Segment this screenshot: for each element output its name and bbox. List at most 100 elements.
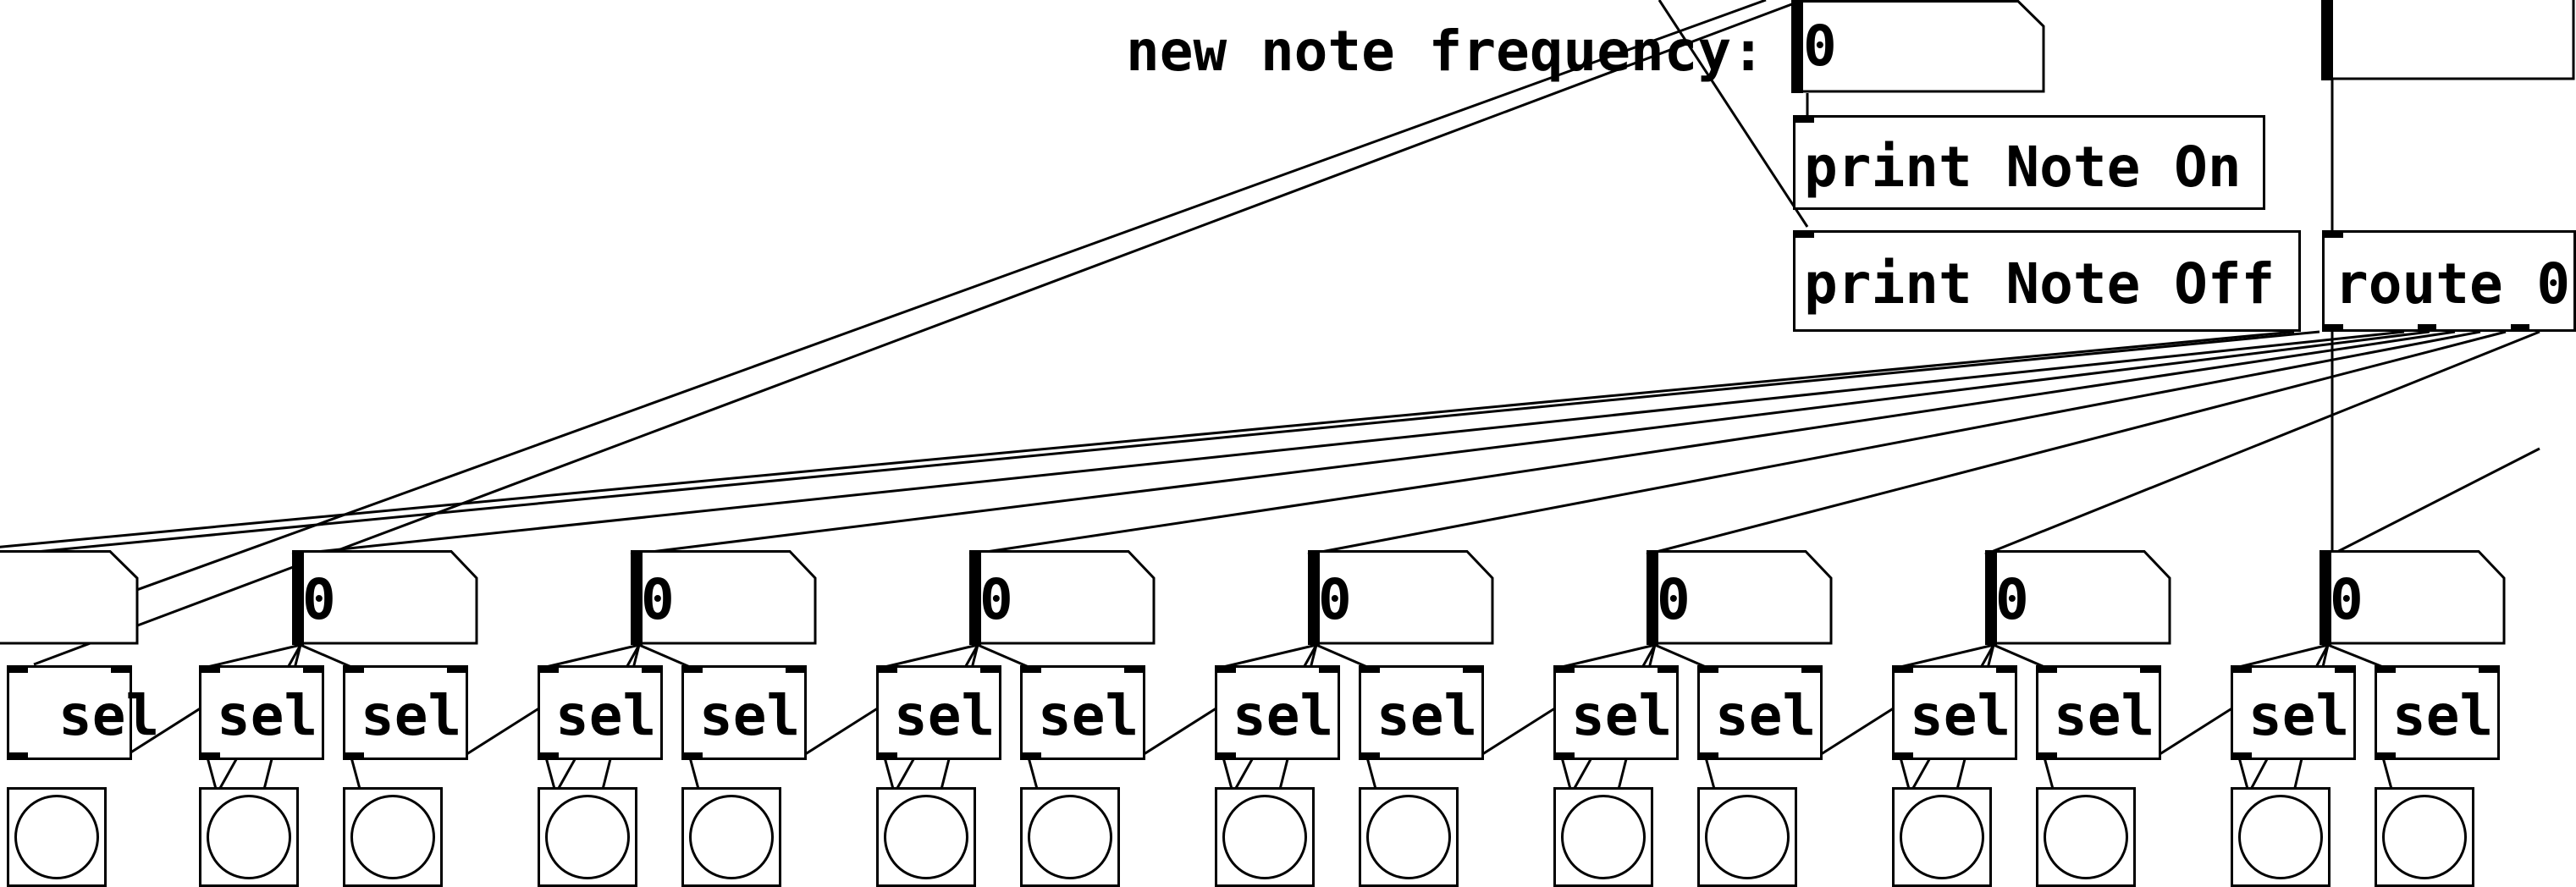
number-box[interactable]: 0 xyxy=(1647,550,1833,645)
print-note-off-text: print Note Off xyxy=(1804,251,2275,317)
inlet[interactable] xyxy=(1361,665,1380,673)
frequency-number-box[interactable]: 0 xyxy=(1791,0,2045,93)
inlet[interactable] xyxy=(2038,665,2057,673)
inlet[interactable] xyxy=(1319,665,1338,673)
inlet[interactable] xyxy=(1795,230,1814,238)
outlet[interactable] xyxy=(2377,752,2396,760)
bang-button[interactable] xyxy=(1553,787,1653,887)
inlet[interactable] xyxy=(1124,665,1143,673)
sel-object[interactable]: sel xyxy=(2231,665,2356,760)
outlet[interactable] xyxy=(1556,752,1575,760)
sel-text: sel xyxy=(2248,683,2350,748)
inlet[interactable] xyxy=(2140,665,2159,673)
outlet[interactable] xyxy=(879,752,897,760)
inlet[interactable] xyxy=(9,665,28,673)
inlet[interactable] xyxy=(786,665,804,673)
inlet[interactable] xyxy=(2335,665,2353,673)
number-box[interactable]: 0 xyxy=(969,550,1156,645)
number-box[interactable]: 0 xyxy=(292,550,478,645)
bang-button[interactable] xyxy=(2375,787,2474,887)
sel-object[interactable]: sel xyxy=(1553,665,1679,760)
bang-button[interactable] xyxy=(1020,787,1120,887)
print-note-on-object[interactable]: print Note On xyxy=(1793,115,2265,210)
bang-button[interactable] xyxy=(538,787,637,887)
outlet[interactable] xyxy=(201,752,220,760)
number-box[interactable]: 0 xyxy=(1985,550,2171,645)
inlet[interactable] xyxy=(642,665,660,673)
inlet[interactable] xyxy=(1023,665,1041,673)
number-box-outline xyxy=(2321,0,2575,80)
inlet[interactable] xyxy=(1996,665,2015,673)
bang-button[interactable] xyxy=(1215,787,1315,887)
inlet[interactable] xyxy=(1700,665,1718,673)
sel-object[interactable]: sel xyxy=(199,665,324,760)
inlet[interactable] xyxy=(201,665,220,673)
number-box[interactable]: 0 xyxy=(2320,550,2506,645)
inlet[interactable] xyxy=(1463,665,1481,673)
number-box-partial-top-right[interactable] xyxy=(2321,0,2575,80)
outlet[interactable] xyxy=(540,752,559,760)
inlet[interactable] xyxy=(447,665,466,673)
bang-button[interactable] xyxy=(199,787,299,887)
bang-button[interactable] xyxy=(681,787,781,887)
number-box-partial-left[interactable] xyxy=(0,550,140,645)
sel-object[interactable]: sel xyxy=(1697,665,1823,760)
patch-cord xyxy=(884,643,979,669)
sel-object[interactable]: sel xyxy=(681,665,807,760)
inlet[interactable] xyxy=(2233,665,2252,673)
inlet[interactable] xyxy=(1217,665,1236,673)
outlet[interactable] xyxy=(9,752,28,760)
inlet[interactable] xyxy=(345,665,364,673)
outlet[interactable] xyxy=(345,752,364,760)
outlet[interactable] xyxy=(684,752,703,760)
sel-object[interactable]: sel xyxy=(1359,665,1484,760)
outlet[interactable] xyxy=(2038,752,2057,760)
inlet[interactable] xyxy=(1556,665,1575,673)
bang-button[interactable] xyxy=(1359,787,1459,887)
print-note-off-object[interactable]: print Note Off xyxy=(1793,230,2301,332)
bang-button[interactable] xyxy=(2231,787,2331,887)
bang-button[interactable] xyxy=(2036,787,2136,887)
inlet[interactable] xyxy=(1895,665,1913,673)
bang-button-partial-left[interactable] xyxy=(7,787,107,887)
inlet[interactable] xyxy=(1801,665,1820,673)
outlet[interactable] xyxy=(2418,324,2436,332)
outlet[interactable] xyxy=(1361,752,1380,760)
number-box[interactable]: 0 xyxy=(631,550,817,645)
sel-object[interactable]: sel xyxy=(1215,665,1340,760)
outlet[interactable] xyxy=(1895,752,1913,760)
inlet[interactable] xyxy=(1795,115,1814,123)
inlet[interactable] xyxy=(879,665,897,673)
bang-button[interactable] xyxy=(1697,787,1797,887)
inlet[interactable] xyxy=(2325,230,2343,238)
patch-cord xyxy=(977,643,1029,669)
inlet[interactable] xyxy=(980,665,999,673)
inlet[interactable] xyxy=(540,665,559,673)
outlet[interactable] xyxy=(2511,324,2529,332)
inlet[interactable] xyxy=(2479,665,2497,673)
outlet[interactable] xyxy=(1023,752,1041,760)
sel-object[interactable]: sel xyxy=(538,665,663,760)
inlet[interactable] xyxy=(1658,665,1676,673)
sel-object-partial-left[interactable]: sel xyxy=(7,665,159,760)
sel-object[interactable]: sel xyxy=(1020,665,1145,760)
outlet[interactable] xyxy=(1217,752,1236,760)
inlet[interactable] xyxy=(111,665,130,673)
outlet[interactable] xyxy=(1700,752,1718,760)
outlet[interactable] xyxy=(2233,752,2252,760)
inlet[interactable] xyxy=(303,665,322,673)
sel-object[interactable]: sel xyxy=(1892,665,2017,760)
bang-button[interactable] xyxy=(1892,787,1992,887)
bang-button[interactable] xyxy=(876,787,976,887)
inlet[interactable] xyxy=(2377,665,2396,673)
number-box-outline xyxy=(631,550,817,645)
route-object[interactable]: route 0 xyxy=(2322,230,2576,332)
outlet[interactable] xyxy=(2325,324,2343,332)
bang-button[interactable] xyxy=(343,787,443,887)
sel-object[interactable]: sel xyxy=(2036,665,2161,760)
inlet[interactable] xyxy=(684,665,703,673)
number-box[interactable]: 0 xyxy=(1308,550,1494,645)
sel-object[interactable]: sel xyxy=(2375,665,2500,760)
sel-object[interactable]: sel xyxy=(343,665,468,760)
sel-object[interactable]: sel xyxy=(876,665,1001,760)
